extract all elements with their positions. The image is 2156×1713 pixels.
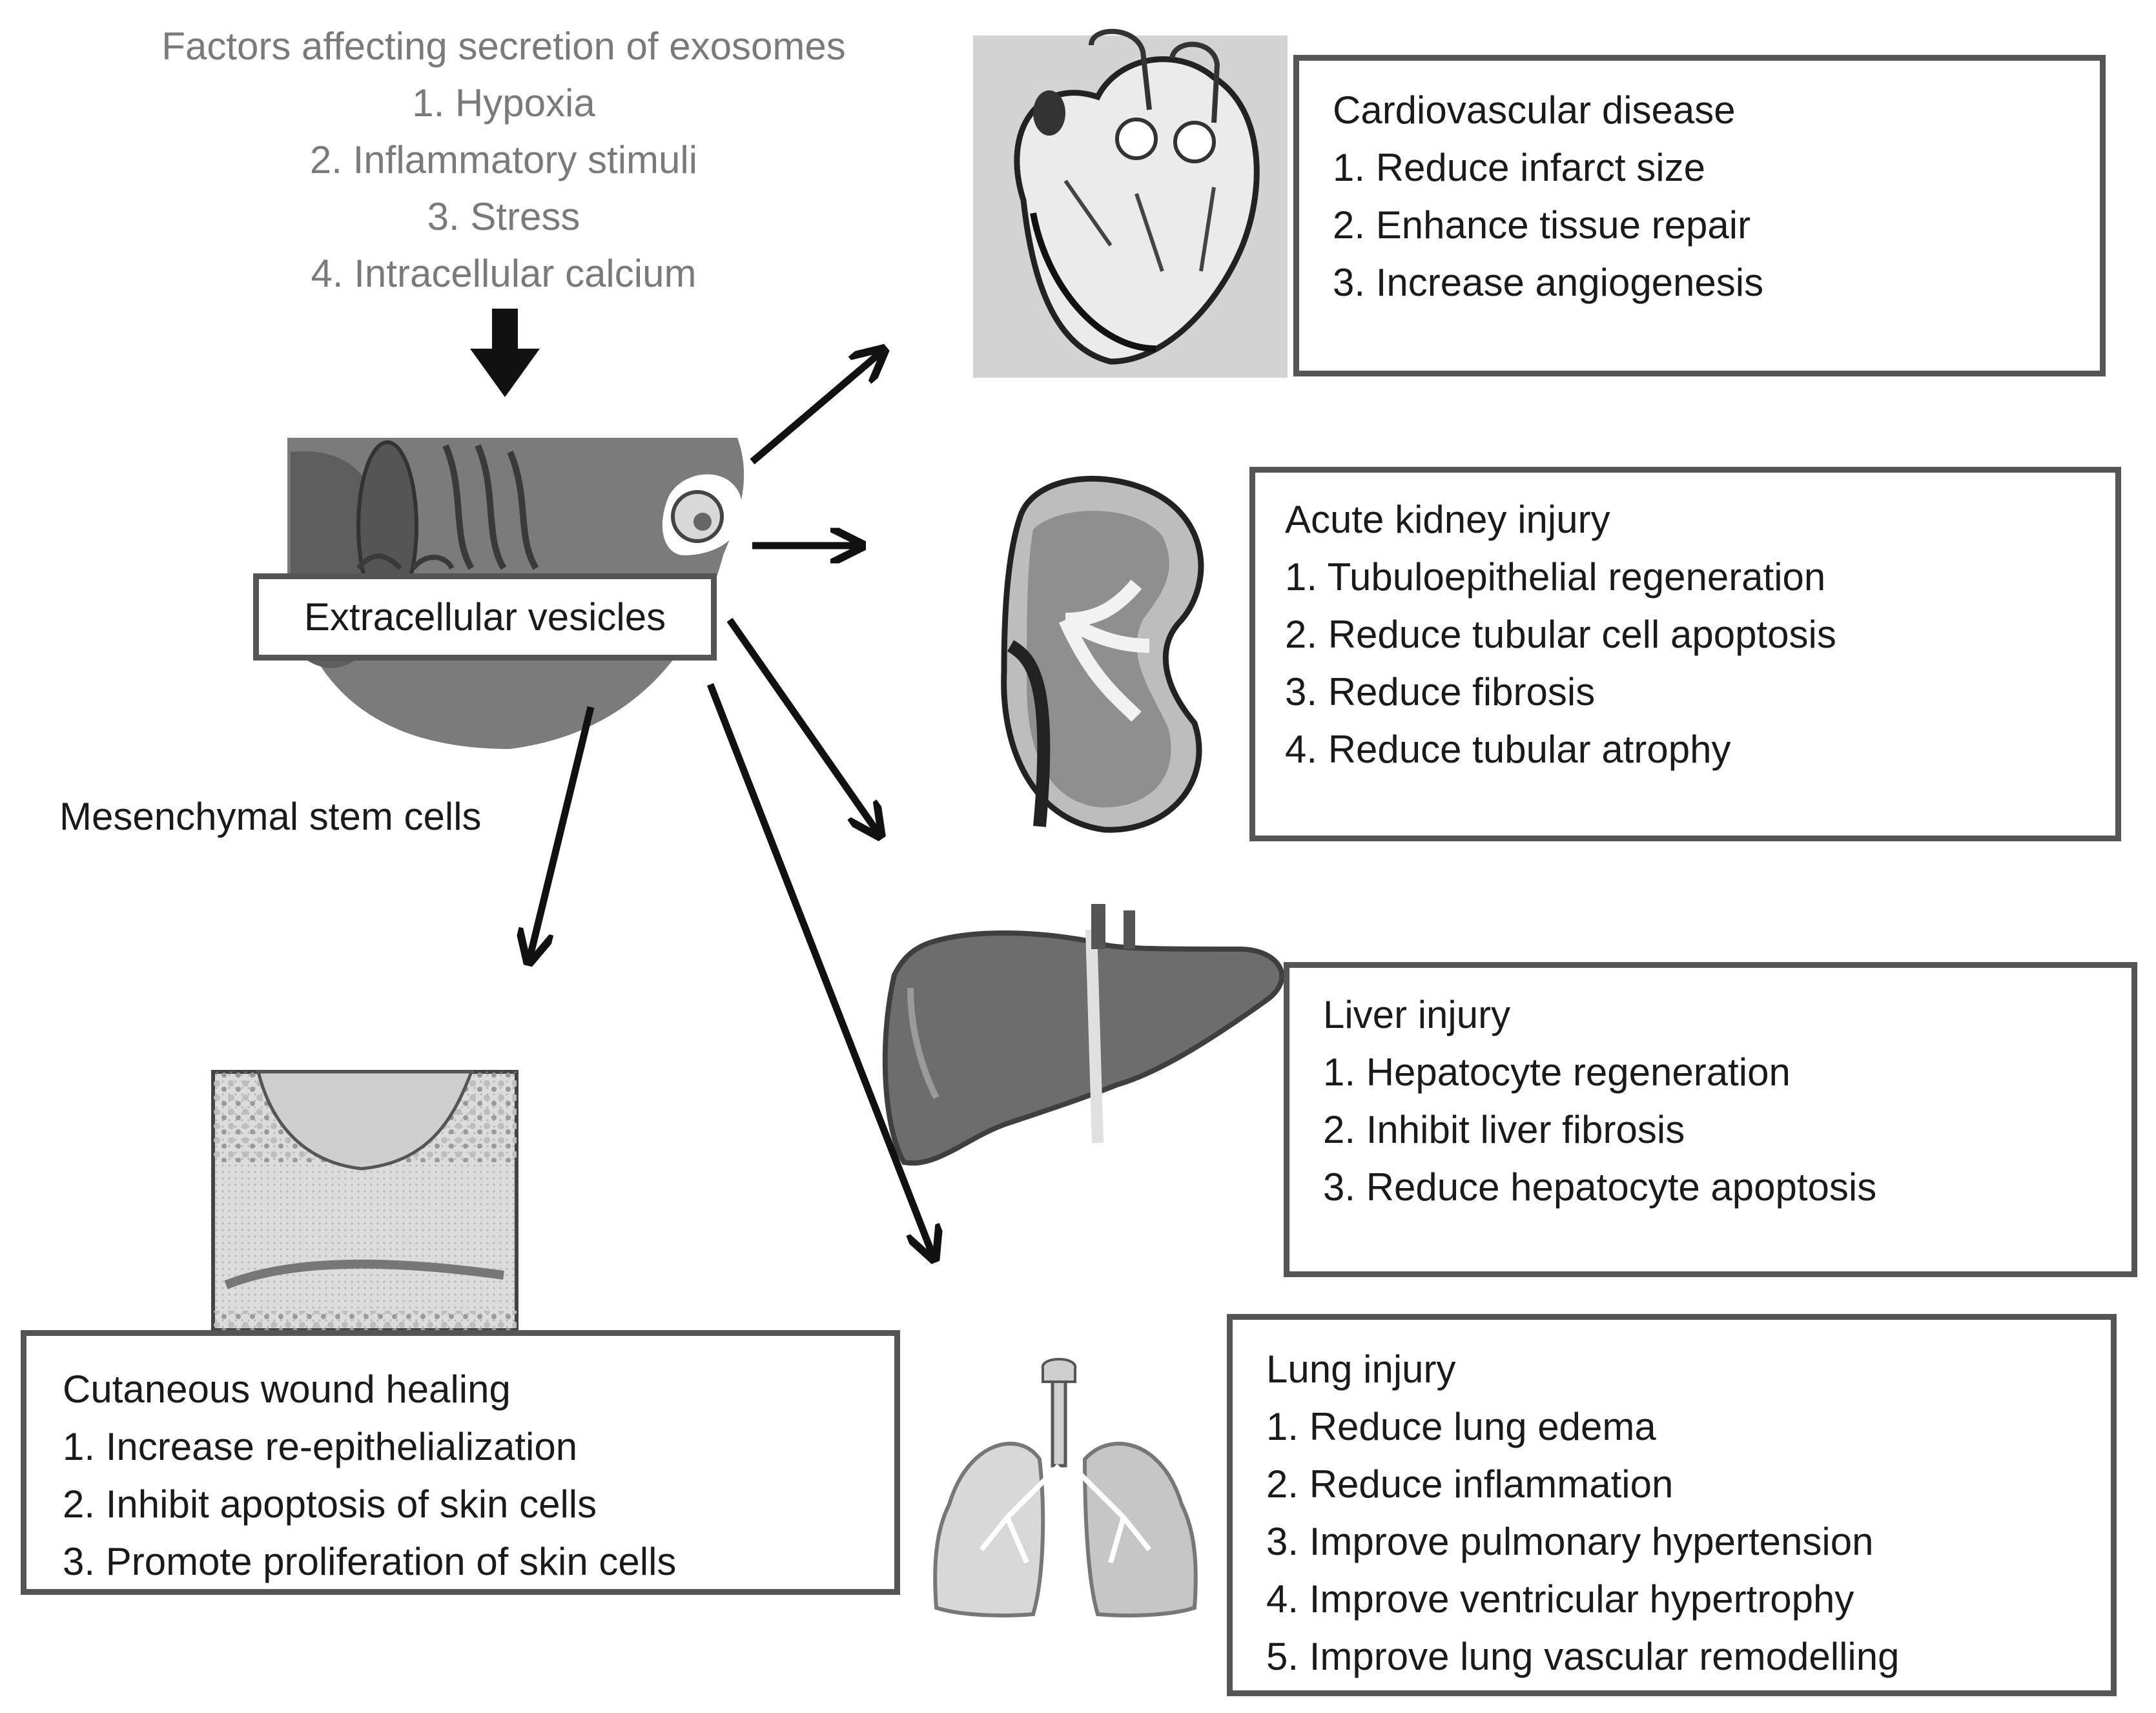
skin-item: 3. Promote proliferation of skin cells xyxy=(63,1540,677,1583)
kidney-item: 2. Reduce tubular cell apoptosis xyxy=(1285,613,1836,656)
lung-item: 3. Improve pulmonary hypertension xyxy=(1266,1520,1874,1563)
cardio-box: Cardiovascular disease 1. Reduce infarct… xyxy=(1293,55,2106,376)
skin-title: Cutaneous wound healing xyxy=(63,1368,511,1411)
lung-item: 5. Improve lung vascular remodelling xyxy=(1266,1635,1900,1678)
arrow-to-lungs xyxy=(706,683,933,1256)
liver-illustration xyxy=(882,904,1285,1166)
lungs-illustration xyxy=(933,1358,1198,1617)
arrow-to-liver xyxy=(726,617,878,833)
cardio-item: 3. Increase angiogenesis xyxy=(1333,261,1764,304)
lung-item: 1. Reduce lung edema xyxy=(1266,1405,1656,1448)
kidney-illustration xyxy=(1001,475,1204,833)
kidney-item: 1. Tubuloepithelial regeneration xyxy=(1285,555,1826,599)
skin-item: 1. Increase re-epithelialization xyxy=(63,1425,578,1468)
factor-item: 1. Hypoxia xyxy=(412,81,595,125)
arrows xyxy=(529,352,933,1256)
lung-box: Lung injury 1. Reduce lung edema 2. Redu… xyxy=(1227,1314,2117,1696)
kidney-item: 3. Reduce fibrosis xyxy=(1285,670,1596,713)
liver-title: Liver injury xyxy=(1323,993,1511,1036)
factors-title: Factors affecting secretion of exosomes xyxy=(161,25,846,68)
liver-box: Liver injury 1. Hepatocyte regeneration … xyxy=(1284,962,2137,1277)
extracellular-vesicles-label: Extracellular vesicles xyxy=(253,573,717,661)
cardio-item: 1. Reduce infarct size xyxy=(1333,146,1705,189)
mesenchymal-stem-cells-label: Mesenchymal stem cells xyxy=(59,795,482,838)
liver-item: 1. Hepatocyte regeneration xyxy=(1323,1051,1791,1094)
factor-item: 2. Inflammatory stimuli xyxy=(309,138,698,181)
skin-wound-illustration xyxy=(211,1070,518,1332)
liver-item: 3. Reduce hepatocyte apoptosis xyxy=(1323,1165,1877,1209)
cardio-title: Cardiovascular disease xyxy=(1333,88,1736,132)
down-arrow xyxy=(470,309,540,397)
kidney-box: Acute kidney injury 1. Tubuloepithelial … xyxy=(1249,467,2121,841)
factor-item: 3. Stress xyxy=(427,195,580,238)
lung-title: Lung injury xyxy=(1266,1348,1456,1391)
heart-illustration xyxy=(973,28,1288,378)
lung-item: 2. Reduce inflammation xyxy=(1266,1462,1674,1506)
cardio-item: 2. Enhance tissue repair xyxy=(1333,203,1751,247)
lung-item: 4. Improve ventricular hypertrophy xyxy=(1266,1577,1854,1621)
skin-box: Cutaneous wound healing 1. Increase re-e… xyxy=(21,1330,900,1595)
skin-item: 2. Inhibit apoptosis of skin cells xyxy=(63,1482,597,1526)
arrow-to-skin xyxy=(529,706,595,959)
arrow-to-heart xyxy=(750,352,881,465)
kidney-item: 4. Reduce tubular atrophy xyxy=(1285,728,1731,771)
kidney-title: Acute kidney injury xyxy=(1285,498,1610,541)
liver-item: 2. Inhibit liver fibrosis xyxy=(1323,1108,1685,1151)
factor-item: 4. Intracellular calcium xyxy=(311,252,697,295)
factors-panel: Factors affecting secretion of exosomes … xyxy=(97,18,910,302)
